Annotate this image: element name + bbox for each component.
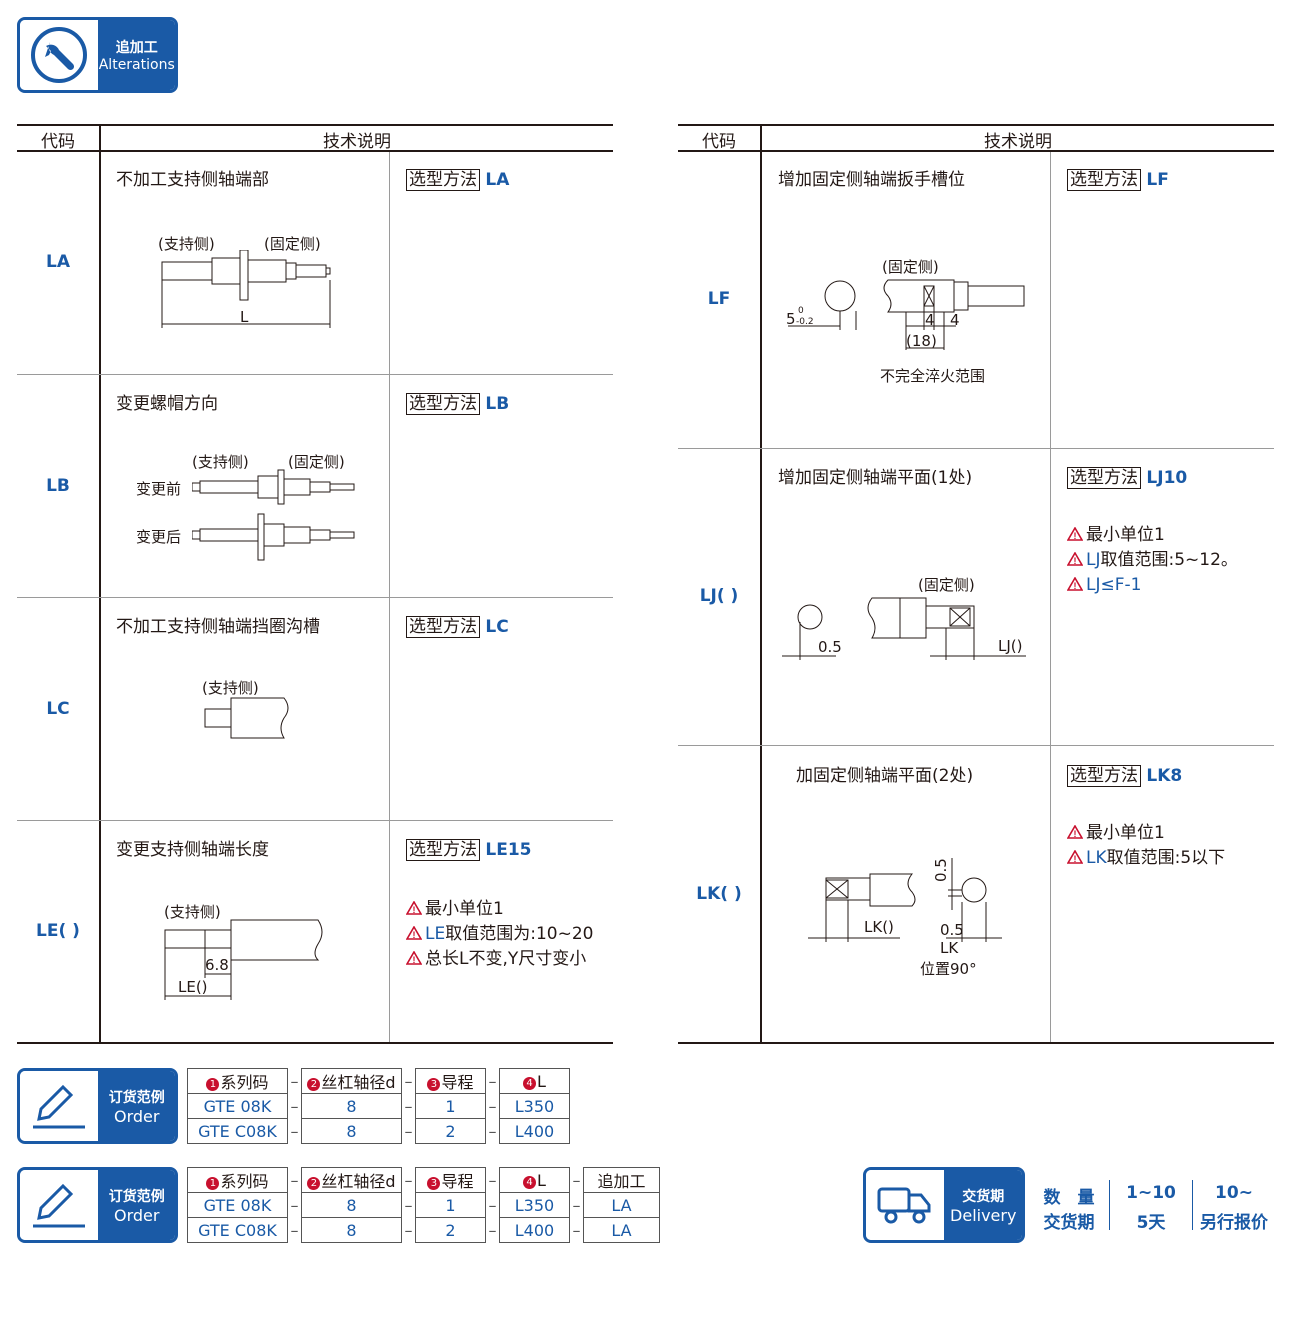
order-badge-1: 订货范例 Order xyxy=(17,1068,178,1144)
title-le: 变更支持侧轴端长度 xyxy=(116,840,269,860)
badge-title-cn: 追加工 xyxy=(115,40,158,56)
note-lk-2: !LK取值范围:5以下 xyxy=(1067,846,1225,871)
select-lk: 选型方法 LK8 xyxy=(1067,761,1182,787)
select-lj: 选型方法 LJ10 xyxy=(1067,463,1187,489)
code-lf: LF xyxy=(707,289,731,309)
left-col-desc-header: 技术说明 xyxy=(323,132,391,152)
warning-icon: ! xyxy=(1067,527,1083,541)
pencil-icon xyxy=(20,1071,99,1141)
title-lj: 增加固定侧轴端平面(1处) xyxy=(778,468,973,488)
figure-le: (支持侧) 6.8 LE() xyxy=(160,898,340,1008)
warning-icon: ! xyxy=(406,926,422,940)
warning-icon: ! xyxy=(406,951,422,965)
svg-text:!: ! xyxy=(413,955,416,965)
warning-icon: ! xyxy=(1067,850,1083,864)
note-lk-1: !最小单位1 xyxy=(1067,821,1225,846)
delivery-badge: 交货期 Delivery xyxy=(863,1167,1025,1243)
note-lj-2: !LJ取值范围:5~12。 xyxy=(1067,548,1238,573)
notes-le: !最小单位1 !LE取值范围为:10~20 !总长L不变,Y尺寸变小 xyxy=(406,897,593,972)
alterations-badge: 追加工 Alterations xyxy=(17,17,178,93)
title-lf: 增加固定侧轴端扳手槽位 xyxy=(778,170,965,190)
select-lb: 选型方法 LB xyxy=(406,389,509,415)
title-lb: 变更螺帽方向 xyxy=(116,394,218,414)
order-badge-2: 订货范例 Order xyxy=(17,1167,178,1243)
svg-text:!: ! xyxy=(1074,829,1077,839)
svg-text:!: ! xyxy=(1074,531,1077,541)
select-lc: 选型方法 LC xyxy=(406,612,509,638)
title-lk: 加固定侧轴端平面(2处) xyxy=(796,766,974,786)
warning-icon: ! xyxy=(1067,825,1083,839)
note-lj-3: !LJ≤F-1 xyxy=(1067,573,1238,598)
select-le: 选型方法 LE15 xyxy=(406,835,532,861)
figure-lk: 0.5 LK() 0.5 LK 位置90° xyxy=(806,850,1016,980)
note-le-3: !总长L不变,Y尺寸变小 xyxy=(406,947,593,972)
code-la: LA xyxy=(46,252,70,272)
svg-text:!: ! xyxy=(1074,854,1077,864)
badge-title-en: Alterations xyxy=(98,57,175,73)
svg-text:!: ! xyxy=(1074,556,1077,566)
note-le-1: !最小单位1 xyxy=(406,897,593,922)
right-col-desc-header: 技术说明 xyxy=(984,132,1052,152)
svg-text:!: ! xyxy=(1074,581,1077,591)
notes-lk: !最小单位1 !LK取值范围:5以下 xyxy=(1067,821,1225,871)
code-lj: LJ( ) xyxy=(699,586,739,606)
left-col-code-header: 代码 xyxy=(41,132,75,152)
note-le-2: !LE取值范围为:10~20 xyxy=(406,922,593,947)
right-col-code-header: 代码 xyxy=(702,132,736,152)
code-le: LE( ) xyxy=(36,921,80,941)
svg-text:!: ! xyxy=(413,930,416,940)
warning-icon: ! xyxy=(1067,552,1083,566)
title-lc: 不加工支持侧轴端挡圈沟槽 xyxy=(116,617,320,637)
figure-lf: (固定侧) 5 0 -0.2 4 4 (18) 不完全淬火范围 xyxy=(784,254,1034,394)
pencil-icon xyxy=(20,1170,99,1240)
code-lk: LK( ) xyxy=(696,884,742,904)
warning-icon: ! xyxy=(1067,577,1083,591)
notes-lj: !最小单位1 !LJ取值范围:5~12。 !LJ≤F-1 xyxy=(1067,523,1238,598)
figure-lb: (支持侧) (固定侧) 变更前 变更后 xyxy=(134,448,364,561)
select-lf: 选型方法 LF xyxy=(1067,165,1169,191)
code-lc: LC xyxy=(46,699,70,719)
figure-la: (支持侧) (固定侧) L xyxy=(150,230,350,340)
title-la: 不加工支持侧轴端部 xyxy=(116,170,269,190)
select-la: 选型方法 LA xyxy=(406,165,509,191)
figure-lj: (固定侧) 0.5 LJ() xyxy=(780,572,1040,667)
code-lb: LB xyxy=(46,476,70,496)
svg-text:!: ! xyxy=(413,905,416,915)
warning-icon: ! xyxy=(406,901,422,915)
wrench-icon xyxy=(20,20,99,90)
truck-icon xyxy=(866,1170,945,1240)
note-lj-1: !最小单位1 xyxy=(1067,523,1238,548)
figure-lc: (支持侧) xyxy=(200,674,310,754)
